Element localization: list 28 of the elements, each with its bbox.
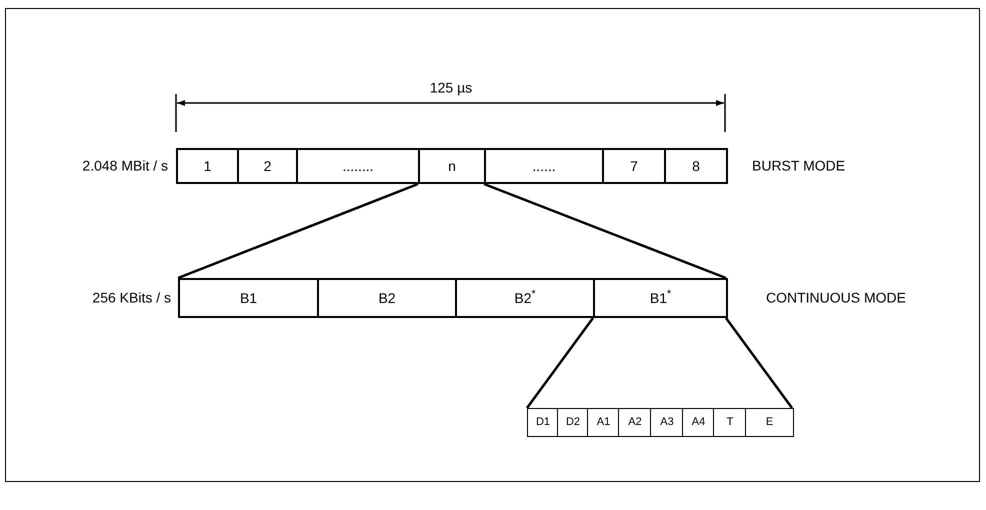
expansion-line <box>178 182 418 280</box>
frame-slot: E <box>745 408 794 437</box>
frame-slot: 2 <box>237 148 298 184</box>
frame-slot: B1$^{*}$ <box>593 278 728 318</box>
expansion-line <box>725 317 793 409</box>
frame-slot: A1 <box>587 408 620 437</box>
row-label: BURST MODE <box>752 156 846 176</box>
expansion-line <box>484 182 726 280</box>
row-label: 2.048 MBit / s <box>82 156 168 176</box>
frame-slot: D1 <box>527 408 559 437</box>
expansion-line <box>526 317 594 409</box>
frame-slot: B2$^{*}$ <box>455 278 595 318</box>
frame-slot: 1 <box>176 148 239 184</box>
frame-slot: n <box>418 148 486 184</box>
frame-slot: 7 <box>602 148 666 184</box>
frame-slot: ...... <box>484 148 604 184</box>
frame-slot: A3 <box>650 408 684 437</box>
frame-slot: 8 <box>664 148 728 184</box>
frame-slot: A2 <box>618 408 652 437</box>
frame-slot: B1 <box>178 278 319 318</box>
row-label: 256 KBits / s <box>92 288 171 308</box>
frame-slot: T <box>713 408 747 437</box>
frame-slot: A4 <box>682 408 715 437</box>
frame-slot: ........ <box>296 148 420 184</box>
frame-slot: D2 <box>557 408 589 437</box>
frame-slot: B2 <box>317 278 457 318</box>
row-label: CONTINUOUS MODE <box>766 288 906 308</box>
dimension-label: 125 µs <box>430 78 472 98</box>
